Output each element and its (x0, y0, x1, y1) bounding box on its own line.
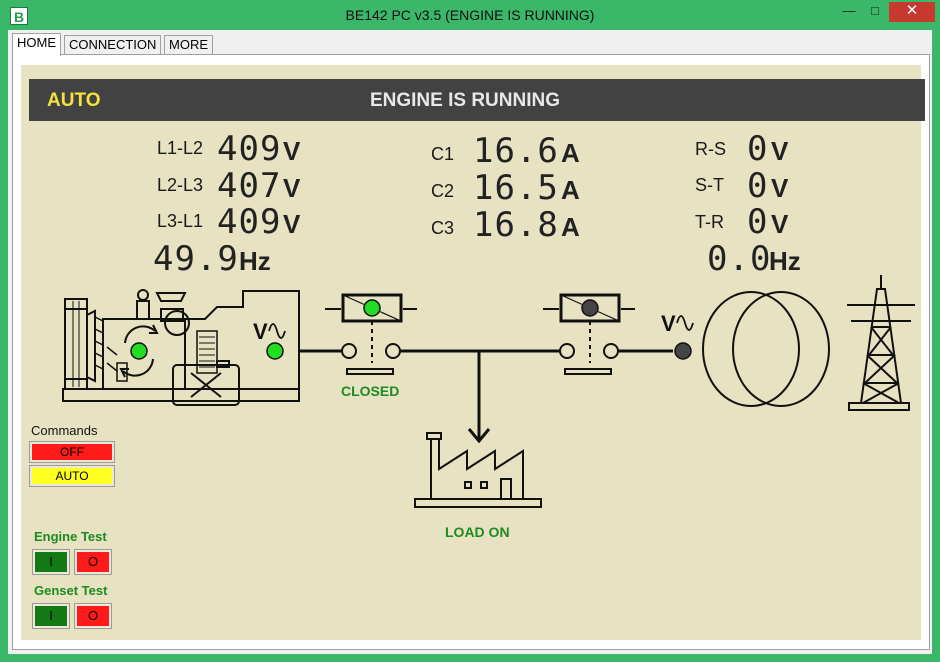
sine-wave-icon (268, 323, 286, 339)
current-value-c3: 16.8 (473, 205, 559, 245)
genset-test-on-button[interactable]: I (32, 603, 70, 629)
genset-voltage-lamp (266, 342, 284, 360)
engine-test-off-label: O (77, 552, 109, 572)
current-label-c2: C2 (431, 181, 455, 201)
current-unit-c3: A (561, 212, 580, 242)
minimize-button[interactable]: — (842, 3, 856, 18)
genset-test-on-label: I (35, 606, 67, 626)
voltage-value-l2l3: 407 (217, 166, 282, 206)
title-bar[interactable]: B BE142 PC v3.5 (ENGINE IS RUNNING) — □ … (0, 0, 940, 30)
genset-test-off-label: O (77, 606, 109, 626)
genset-test-off-button[interactable]: O (74, 603, 112, 629)
engine-test-on-label: I (35, 552, 67, 572)
auto-command-label: AUTO (32, 468, 112, 484)
maximize-button[interactable]: □ (871, 3, 879, 18)
genset-frequency-value: 49.9 (153, 239, 239, 279)
close-button[interactable]: ✕ (889, 2, 935, 22)
engine-test-off-button[interactable]: O (74, 549, 112, 575)
engine-running-lamp (130, 342, 148, 360)
status-bar: AUTO ENGINE IS RUNNING (29, 79, 925, 121)
mains-voltage-symbol: V (661, 311, 676, 336)
commands-title: Commands (31, 423, 98, 438)
mains-voltage-lamp (674, 342, 692, 360)
current-value-c1: 16.6 (473, 131, 559, 171)
mains-voltage-label-rs: R-S (695, 139, 726, 159)
factory-load-icon[interactable] (414, 432, 542, 508)
voltage-label-l3l1: L3-L1 (157, 211, 204, 231)
voltage-unit-l1l2: V (283, 136, 301, 166)
auto-command-button[interactable]: AUTO (29, 465, 115, 487)
mains-voltage-label-tr: T-R (695, 212, 724, 232)
mains-voltage-unit-st: V (771, 173, 789, 203)
window-title: BE142 PC v3.5 (ENGINE IS RUNNING) (345, 7, 595, 23)
mains-breaker-lamp (581, 299, 599, 317)
mains-voltage-value-tr: 0 (747, 202, 769, 242)
current-unit-c1: A (561, 138, 580, 168)
genset-breaker-lamp (363, 299, 381, 317)
one-line-diagram: V (62, 275, 915, 508)
generator-icon (62, 289, 300, 406)
pylon-icon (847, 275, 915, 411)
mains-frequency-unit: Hz (769, 246, 801, 276)
voltage-value-l3l1: 409 (217, 202, 282, 242)
genset-breaker-status: CLOSED (341, 383, 400, 399)
tab-home[interactable]: HOME (12, 33, 61, 56)
app-logo-icon[interactable]: B (10, 7, 28, 25)
current-label-c3: C3 (431, 218, 455, 238)
voltage-label-l2l3: L2-L3 (157, 175, 204, 195)
current-label-c1: C1 (431, 144, 455, 164)
mode-indicator: AUTO (47, 90, 101, 111)
off-command-label: OFF (32, 444, 112, 460)
voltage-label-l1l2: L1-L2 (157, 138, 204, 158)
engine-test-title: Engine Test (34, 529, 107, 544)
mains-voltage-value-rs: 0 (747, 129, 769, 169)
current-unit-c2: A (561, 175, 580, 205)
voltage-unit-l3l1: V (283, 209, 301, 239)
mains-voltage-unit-tr: V (771, 209, 789, 239)
tab-connection[interactable]: CONNECTION (64, 35, 162, 55)
mains-voltage-value-st: 0 (747, 166, 769, 206)
genset-test-title: Genset Test (34, 583, 108, 598)
genset-voltage-symbol: V (253, 319, 268, 344)
mains-frequency-value: 0.0 (707, 239, 772, 279)
transformer-icon (702, 291, 830, 407)
mains-voltage-label-st: S-T (695, 175, 724, 195)
client-area: HOME CONNECTION MORE AUTO ENGINE IS RUNN… (8, 30, 932, 654)
engine-status-message: ENGINE IS RUNNING (369, 90, 561, 111)
voltage-value-l1l2: 409 (217, 129, 282, 169)
engine-test-on-button[interactable]: I (32, 549, 70, 575)
genset-frequency-unit: Hz (239, 246, 271, 276)
voltage-unit-l2l3: V (283, 173, 301, 203)
current-value-c2: 16.5 (473, 168, 559, 208)
tab-more[interactable]: MORE (164, 35, 213, 55)
load-arrow-icon (467, 428, 491, 444)
home-dashboard: AUTO ENGINE IS RUNNING L1-L2 409 V L2-L3… (21, 65, 925, 640)
engine-rotation-icon (119, 324, 159, 378)
off-command-button[interactable]: OFF (29, 441, 115, 463)
mains-voltage-unit-rs: V (771, 136, 789, 166)
home-panel: AUTO ENGINE IS RUNNING L1-L2 409 V L2-L3… (12, 54, 930, 650)
mains-sine-wave-icon (676, 315, 694, 331)
load-status: LOAD ON (445, 524, 510, 540)
